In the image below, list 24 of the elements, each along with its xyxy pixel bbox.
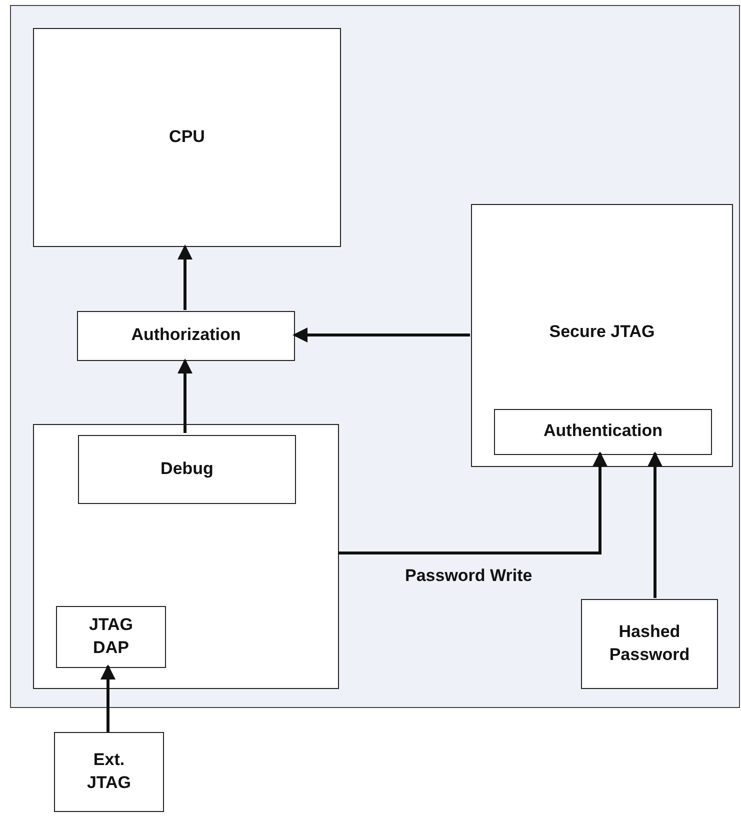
node-label: Debug [160,458,214,480]
process-box [471,204,733,467]
arrow [648,452,662,598]
node-label: Authentication [542,420,664,442]
process-box [54,732,164,812]
arrow [100,664,116,732]
node-label: Hashed Password [608,620,691,666]
process-box [78,435,296,504]
arrow [178,244,192,310]
arrow [292,328,470,342]
node-label: Ext. JTAG [86,748,132,794]
module-box [33,424,339,689]
node-label: Authorization [130,324,242,346]
process-box [581,599,718,689]
process-box [77,311,295,361]
node-label: CPU [168,126,206,148]
process-box [494,409,712,455]
process-box [33,28,341,247]
node-label: JTAG DAP [88,614,134,658]
node-label: Secure JTAG [548,321,656,343]
arrow [178,358,192,433]
system-panel [10,5,740,708]
arrow [338,452,608,554]
process-box [56,606,166,668]
